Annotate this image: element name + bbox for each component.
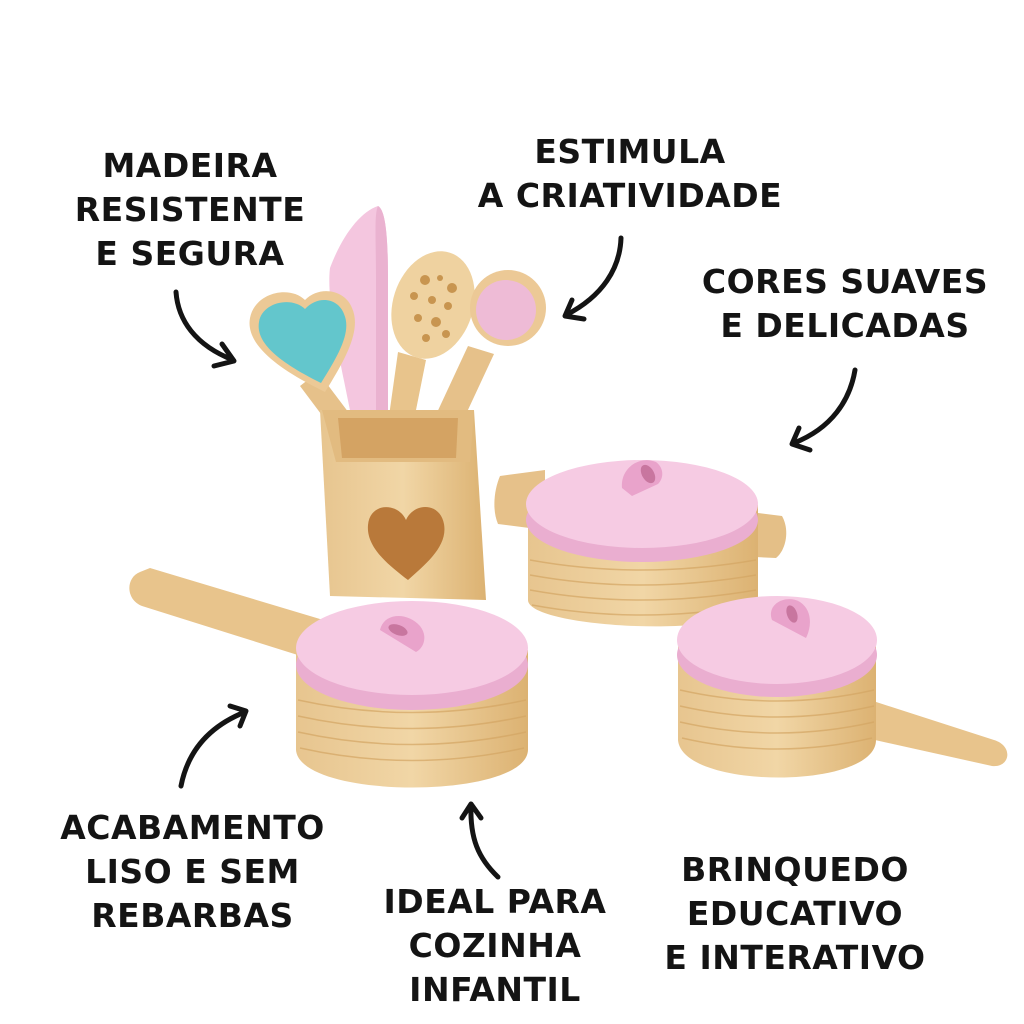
- frying-pan-left: [129, 568, 528, 788]
- heart-cutout-icon: [367, 506, 445, 580]
- callout-acabamento: ACABAMENTO LISO E SEM REBARBAS: [60, 808, 325, 935]
- arrow-estimula-icon: [562, 235, 624, 322]
- callout-madeira: MADEIRA RESISTENTE E SEGURA: [74, 146, 306, 273]
- arrow-madeira-icon: [173, 289, 237, 369]
- callout-cores: CORES SUAVES E DELICADAS: [701, 262, 989, 345]
- pot-two-handles: [494, 460, 787, 627]
- arrow-cores-icon: [789, 367, 858, 453]
- pink-knife: [329, 206, 388, 430]
- heart-blue-icon: [258, 300, 347, 383]
- arrow-ideal-icon: [459, 801, 501, 880]
- callout-estimula: ESTIMULA A CRIATIVIDADE: [477, 132, 783, 215]
- lid-knob-icon: [621, 460, 663, 496]
- utensil-holder: [320, 410, 486, 600]
- callout-brinquedo: BRINQUEDO EDUCATIVO E INTERATIVO: [664, 850, 926, 977]
- saucepan-right: [677, 596, 1008, 778]
- arrow-acabamento-icon: [178, 703, 249, 789]
- callout-ideal: IDEAL PARA COZINHA INFANTIL: [383, 882, 607, 1009]
